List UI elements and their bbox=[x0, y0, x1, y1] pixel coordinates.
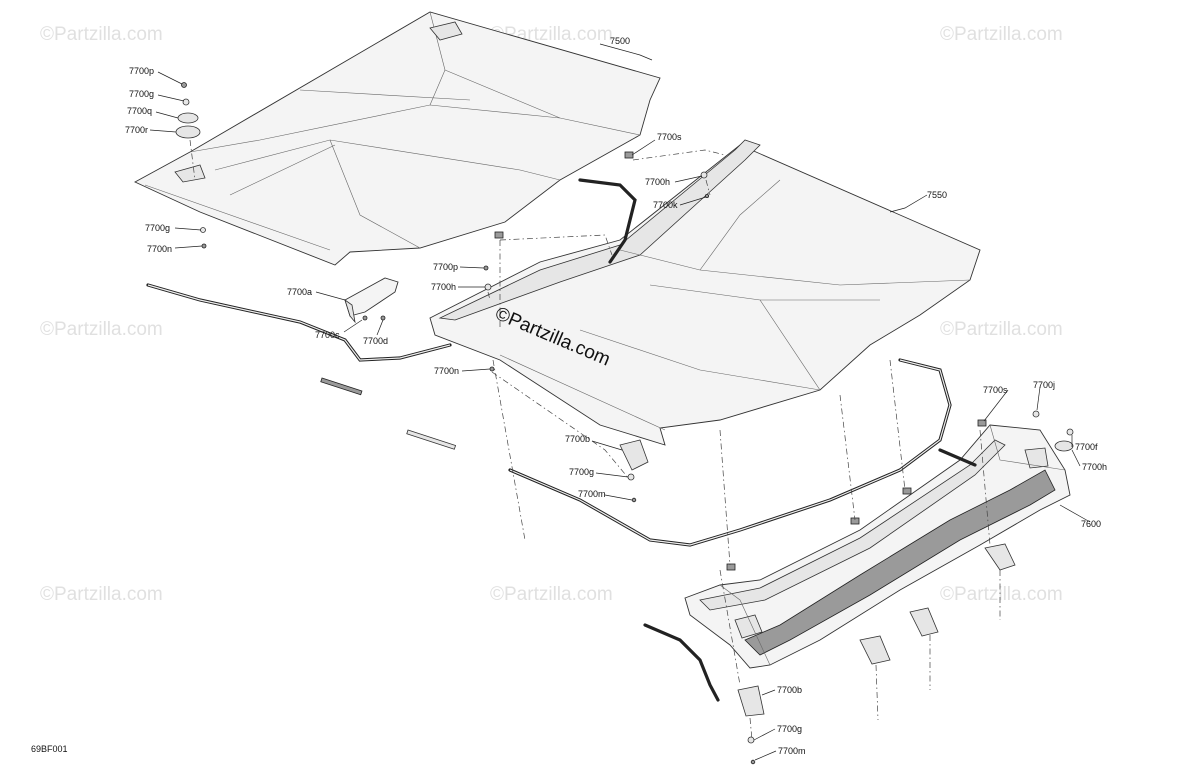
label-7700n[interactable]: 7700n bbox=[147, 244, 172, 254]
label-7700p[interactable]: 7700p bbox=[129, 66, 154, 76]
label-7700s[interactable]: 7700s bbox=[983, 385, 1008, 395]
label-7700m[interactable]: 7700m bbox=[578, 489, 606, 499]
label-7700r[interactable]: 7700r bbox=[125, 125, 148, 135]
label-7700h[interactable]: 7700h bbox=[1082, 462, 1107, 472]
watermark: ©Partzilla.com bbox=[40, 319, 163, 340]
watermark: ©Partzilla.com bbox=[940, 24, 1063, 45]
watermarks: ©Partzilla.com ©Partzilla.com ©Partzilla… bbox=[40, 24, 1063, 605]
label-7700g[interactable]: 7700g bbox=[129, 89, 154, 99]
label-7700g[interactable]: 7700g bbox=[777, 724, 802, 734]
assembly-lines bbox=[189, 139, 1001, 741]
label-7700a[interactable]: 7700a bbox=[287, 287, 312, 297]
label-7700c[interactable]: 7700c bbox=[315, 330, 340, 340]
label-7700m[interactable]: 7700m bbox=[778, 746, 806, 756]
label-7500[interactable]: 7500 bbox=[610, 36, 630, 46]
label-7700p[interactable]: 7700p bbox=[433, 262, 458, 272]
label-7700s[interactable]: 7700s bbox=[657, 132, 682, 142]
label-7700h[interactable]: 7700h bbox=[645, 177, 670, 187]
label-7700q[interactable]: 7700q bbox=[127, 106, 152, 116]
label-7700h[interactable]: 7700h bbox=[431, 282, 456, 292]
part-labels: 7500 7550 7600 7700p 7700g 7700q 7700r 7… bbox=[31, 36, 1107, 756]
bracket-7700a bbox=[344, 277, 399, 324]
label-7550[interactable]: 7550 bbox=[927, 190, 947, 200]
label-7700n[interactable]: 7700n bbox=[434, 366, 459, 376]
lower-brackets bbox=[619, 439, 1016, 717]
watermark: ©Partzilla.com bbox=[40, 584, 163, 605]
seal-strips bbox=[146, 178, 977, 702]
front-visor-7600 bbox=[684, 424, 1071, 669]
label-7700f[interactable]: 7700f bbox=[1075, 442, 1098, 452]
label-7700j[interactable]: 7700j bbox=[1033, 380, 1055, 390]
label-7700k[interactable]: 7700k bbox=[653, 200, 678, 210]
label-7700g[interactable]: 7700g bbox=[145, 223, 170, 233]
watermark: ©Partzilla.com bbox=[490, 584, 613, 605]
label-7700d[interactable]: 7700d bbox=[363, 336, 388, 346]
watermark: ©Partzilla.com bbox=[40, 24, 163, 45]
roof-panel-7500 bbox=[133, 11, 661, 266]
label-7700b[interactable]: 7700b bbox=[777, 685, 802, 695]
label-7700g[interactable]: 7700g bbox=[569, 467, 594, 477]
diagram-code: 69BF001 bbox=[31, 744, 68, 754]
watermark: ©Partzilla.com bbox=[940, 584, 1063, 605]
watermark: ©Partzilla.com bbox=[940, 319, 1063, 340]
fasteners bbox=[175, 82, 1074, 765]
label-7700b[interactable]: 7700b bbox=[565, 434, 590, 444]
label-7600[interactable]: 7600 bbox=[1081, 519, 1101, 529]
leader-lines bbox=[149, 43, 1091, 761]
roof-panel-7550 bbox=[429, 139, 981, 446]
